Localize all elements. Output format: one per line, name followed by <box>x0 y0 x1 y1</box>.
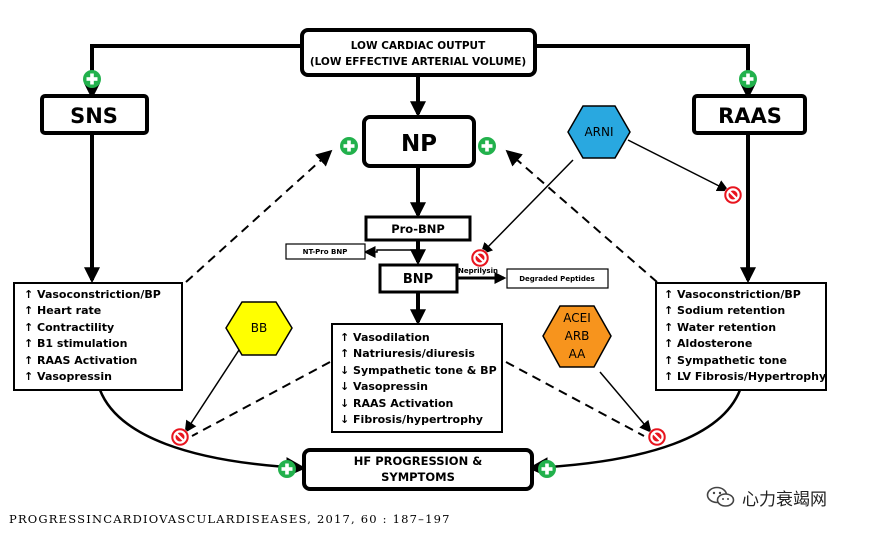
raas-effect-item: ↑ LV Fibrosis/Hypertrophy <box>664 370 826 383</box>
sns-effect-item: ↑ Vasoconstriction/BP <box>24 288 161 301</box>
np-effects-to-sns-dashed-line <box>191 361 331 437</box>
sns-effects-box: ↑ Vasoconstriction/BP ↑ Heart rate ↑ Con… <box>13 282 183 391</box>
arni-label: ARNI <box>584 125 613 139</box>
ntprobnp-label: NT-Pro BNP <box>303 248 348 256</box>
arni-to-neprilysin-line <box>480 159 574 255</box>
bnp-box: BNP <box>378 263 459 294</box>
no-entry-icon <box>469 247 491 269</box>
aa-label: AA <box>569 347 587 361</box>
arni-hexagon: ARNI <box>567 105 631 159</box>
lco-to-raas-line <box>535 44 756 100</box>
probnp-box: Pro-BNP <box>364 215 472 242</box>
watermark-text: 心力衰竭网 <box>742 489 827 510</box>
citation-text: PROGRESSINCARDIOVASCULARDISEASES, 2017, … <box>9 512 451 526</box>
raas-label: RAAS <box>718 104 782 128</box>
sns-to-hf-curve <box>98 389 306 478</box>
np-effect-item: ↓ RAAS Activation <box>340 397 453 410</box>
connectors <box>84 44 756 478</box>
raas-effect-item: ↑ Sympathetic tone <box>664 354 787 367</box>
hf-title-line2: SYMPTOMS <box>381 470 455 484</box>
ntprobnp-box: NT-Pro BNP <box>285 243 366 260</box>
sns-effect-item: ↑ B1 stimulation <box>24 337 127 350</box>
bb-hexagon: BB <box>225 301 293 356</box>
raas-box: RAAS <box>692 94 807 135</box>
np-effect-item: ↓ Vasopressin <box>340 380 428 393</box>
np-box: NP <box>362 115 476 168</box>
acei-label: ACEI <box>563 311 591 325</box>
lco-title-line2: (LOW EFFECTIVE ARTERIAL VOLUME) <box>310 56 526 68</box>
plus-circle-icon <box>478 137 496 155</box>
arni-to-raas-line <box>627 139 730 192</box>
raas-effect-item: ↑ Sodium retention <box>664 304 785 317</box>
probnp-to-ntprobnp-line <box>363 246 418 258</box>
plus-circle-icon <box>739 70 757 88</box>
plus-circle-icon <box>538 460 556 478</box>
raas-effects-box: ↑ Vasoconstriction/BP ↑ Sodium retention… <box>655 282 827 391</box>
no-entry-icon <box>169 426 191 448</box>
np-effects-to-raas-dashed-line <box>505 361 645 437</box>
raas-effect-item: ↑ Aldosterone <box>664 337 752 350</box>
plus-circle-icon <box>278 460 296 478</box>
np-effects-box: ↑ Vasodilation ↑ Natriuresis/diuresis ↓ … <box>331 323 503 433</box>
sns-effect-item: ↑ Vasopressin <box>24 370 112 383</box>
raas-to-np-dashed-line <box>505 149 658 283</box>
sns-to-np-dashed-line <box>185 149 333 283</box>
watermark: 心力衰竭网 <box>706 484 827 510</box>
lco-to-sns-line <box>84 44 302 100</box>
np-label: NP <box>401 131 437 157</box>
raas-effect-item: ↑ Water retention <box>664 321 776 334</box>
bb-to-sns-line <box>184 349 240 434</box>
raas-effect-item: ↑ Vasoconstriction/BP <box>664 288 801 301</box>
degraded-peptides-box: Degraded Peptides <box>506 268 609 289</box>
hf-progression-box: HF PROGRESSION & SYMPTOMS <box>302 448 534 491</box>
no-entry-icon <box>646 426 668 448</box>
bb-label: BB <box>251 321 267 335</box>
plus-circle-icon <box>340 137 358 155</box>
lco-box: LOW CARDIAC OUTPUT (LOW EFFECTIVE ARTERI… <box>300 28 537 77</box>
bnp-label: BNP <box>403 272 433 287</box>
np-effect-item: ↑ Natriuresis/diuresis <box>340 347 475 360</box>
sns-effect-item: ↑ Contractility <box>24 321 114 334</box>
probnp-label: Pro-BNP <box>391 222 445 236</box>
sns-box: SNS <box>40 94 149 135</box>
np-effect-item: ↑ Vasodilation <box>340 331 430 344</box>
acei-to-raas-line <box>599 371 652 433</box>
arb-label: ARB <box>565 329 590 343</box>
raas-to-hf-curve <box>528 389 742 478</box>
sns-label: SNS <box>70 104 118 128</box>
acei-arb-aa-hexagon: ACEI ARB AA <box>542 305 612 368</box>
np-effect-item: ↓ Fibrosis/hypertrophy <box>340 413 483 426</box>
lco-title-line1: LOW CARDIAC OUTPUT <box>351 40 486 52</box>
neprilysin-label: Neprilysin <box>458 267 498 275</box>
sns-effect-item: ↑ RAAS Activation <box>24 354 137 367</box>
sns-effect-item: ↑ Heart rate <box>24 304 101 317</box>
plus-circle-icon <box>83 70 101 88</box>
hf-title-line1: HF PROGRESSION & <box>354 454 482 468</box>
degraded-peptides-label: Degraded Peptides <box>519 275 595 283</box>
wechat-icon <box>706 486 735 507</box>
np-effect-item: ↓ Sympathetic tone & BP <box>340 364 497 377</box>
no-entry-icon <box>722 184 744 206</box>
